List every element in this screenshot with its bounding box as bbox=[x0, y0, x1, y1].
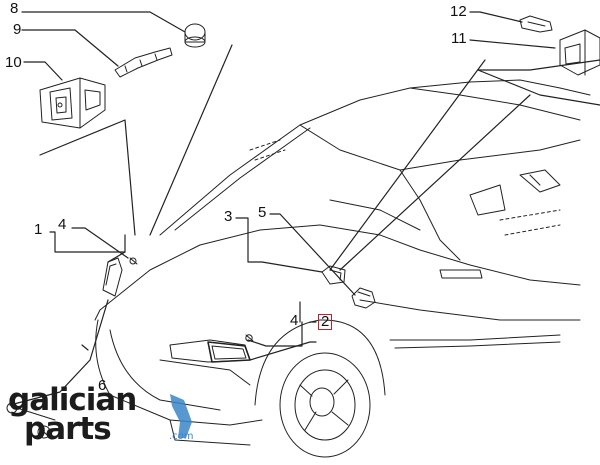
callout-6: 6 bbox=[98, 377, 107, 394]
connector-housing bbox=[39, 77, 106, 129]
fixing-screw bbox=[6, 402, 56, 439]
callout-10: 10 bbox=[5, 54, 22, 71]
callout-9: 9 bbox=[13, 21, 22, 38]
callout-4-left: 4 bbox=[58, 216, 67, 233]
front-marker-lamp bbox=[102, 257, 138, 297]
bulb-holder bbox=[245, 334, 254, 342]
callout-4-center: 4 bbox=[290, 312, 299, 329]
watermark-galician: galician bbox=[8, 382, 137, 418]
watermark-accent-shape bbox=[170, 394, 192, 438]
watermark-parts: parts bbox=[24, 411, 112, 447]
headlamp-bulb bbox=[519, 15, 553, 33]
callout-12: 12 bbox=[450, 3, 467, 20]
bulb-socket bbox=[184, 23, 206, 48]
callout-5: 5 bbox=[258, 204, 267, 221]
callout-1: 1 bbox=[34, 221, 43, 238]
callout-3: 3 bbox=[224, 208, 233, 225]
leader-lines bbox=[9, 11, 600, 406]
bracket-strip bbox=[114, 47, 173, 78]
side-repeater-lamp bbox=[321, 265, 376, 309]
callout-11: 11 bbox=[451, 30, 467, 47]
headlight-assembly bbox=[169, 339, 251, 363]
wiring-connector bbox=[559, 29, 600, 76]
car-body-outline bbox=[94, 79, 591, 458]
callout-8: 8 bbox=[10, 0, 19, 17]
callout-2-highlighted: 2 bbox=[318, 314, 333, 330]
